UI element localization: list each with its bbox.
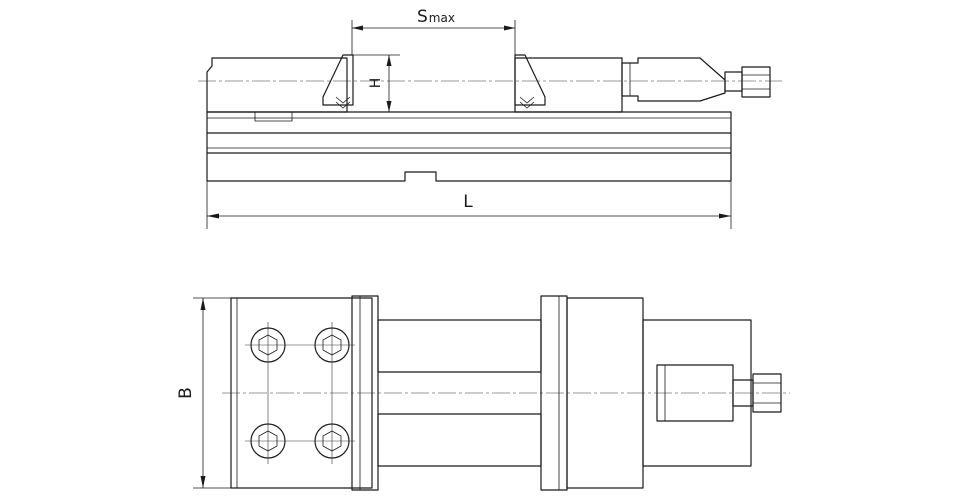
h-label: H (368, 78, 384, 89)
b-dimension: B (176, 297, 231, 489)
spindle-nut (724, 71, 743, 92)
fixed-jaw-block (206, 57, 348, 113)
base-body-outline (206, 111, 732, 182)
arrow-head (352, 25, 363, 31)
arrow-head (200, 476, 206, 488)
movable-jaw-block (514, 57, 623, 113)
l-dimension: L (206, 181, 732, 229)
h-dimension: H (353, 54, 400, 113)
s-max-label: Smax (417, 7, 455, 27)
fixed-jaw-insert (322, 54, 354, 106)
jaw-serration (335, 101, 351, 109)
arrow-head (504, 25, 515, 31)
guide-rail-upper (377, 319, 542, 373)
spindle-housing (621, 57, 726, 102)
top-view: B (176, 295, 790, 491)
jaw-serration (519, 96, 535, 104)
s-max-dimension: Smax (351, 7, 516, 55)
arrow-head (386, 101, 392, 112)
b-label: B (176, 387, 196, 399)
jaw-serration (335, 96, 351, 104)
spindle-hex-head (741, 66, 771, 98)
arrow-head (386, 55, 392, 66)
movable-jaw-insert (514, 54, 546, 106)
guide-rail-lower (377, 413, 542, 467)
arrow-head (719, 213, 731, 219)
arrow-head (200, 298, 206, 310)
jaw-serration (519, 101, 535, 109)
arrow-head (207, 213, 219, 219)
l-label: L (463, 192, 473, 212)
side-view: Smax H L (198, 7, 782, 229)
jaw-notch (254, 112, 293, 122)
